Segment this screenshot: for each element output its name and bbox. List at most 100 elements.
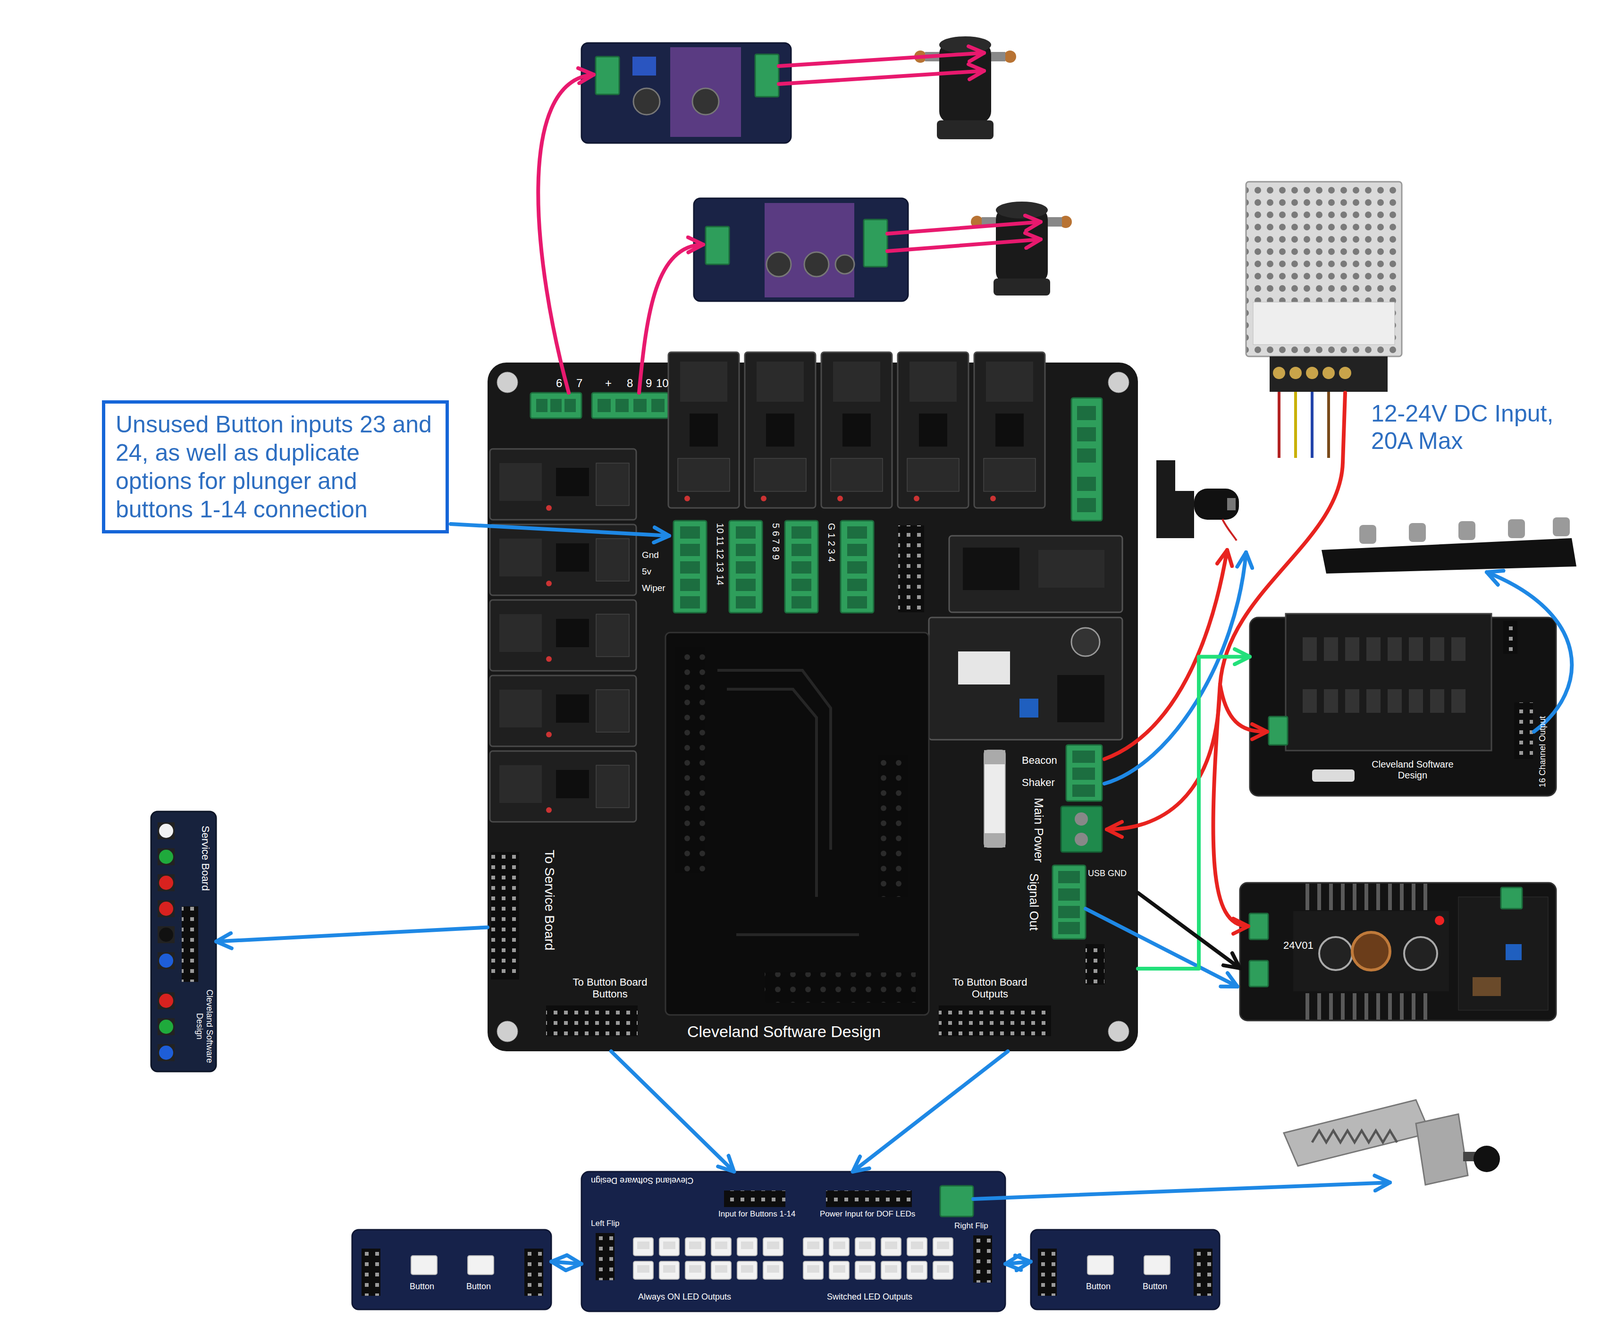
- main-board-art: [784, 520, 818, 613]
- label-text: 10 11 12 13 14: [714, 522, 726, 586]
- pink-wire: [639, 244, 704, 393]
- led-driver-board-art: [1430, 637, 1445, 661]
- flipper-board-art: [467, 1255, 494, 1275]
- led-driver-board-art: [1503, 620, 1518, 654]
- led-driver-board-art: [1408, 689, 1424, 713]
- main-board-art: [490, 851, 520, 980]
- service-board: Service BoardCleveland Software Design: [151, 811, 217, 1072]
- label-text: 12-24V DC Input, 20A Max: [1371, 400, 1593, 455]
- main-board-art: [1061, 806, 1103, 852]
- signal-wire: [450, 523, 1572, 1199]
- led-driver-board-art: [1366, 689, 1381, 713]
- pink-wire: [887, 221, 1041, 234]
- shaker-motor: [1222, 519, 1237, 541]
- signal-wire: [1104, 552, 1247, 784]
- power-supply: [1246, 181, 1402, 357]
- button-board-art: [711, 1237, 732, 1256]
- service-board-art: [157, 1044, 175, 1062]
- main-board-art: [717, 670, 859, 935]
- main-board-art: [984, 833, 1006, 848]
- led-driver-board-art: [1387, 637, 1402, 661]
- node-text: 16 Channel Output: [1537, 715, 1548, 788]
- plunger: [1415, 1113, 1468, 1185]
- connector: [1005, 1261, 1031, 1264]
- amplifier-board-art: [1293, 910, 1449, 992]
- power-wire: [1220, 392, 1346, 685]
- button-board-art: [581, 1171, 1006, 1312]
- led-driver-board-art: [1430, 689, 1445, 713]
- main-board-art: [489, 448, 637, 520]
- solenoid-driver-board: [692, 88, 719, 115]
- led-strip: [1321, 517, 1577, 574]
- solenoid-driver-board: [693, 198, 909, 302]
- solenoid-driver-board: [766, 252, 792, 277]
- led-driver-board-art: [1345, 637, 1360, 661]
- main-board-art: [1071, 397, 1103, 521]
- led-driver-board: Cleveland Software Design 16 Channel Outp…: [1249, 617, 1557, 796]
- main-board-art: [1072, 767, 1095, 780]
- solenoid: [993, 278, 1051, 296]
- service-board-art: [159, 993, 174, 1008]
- service-board-art: [159, 875, 174, 890]
- solenoid: [1003, 50, 1017, 63]
- main-board-art: [938, 1005, 1052, 1036]
- amplifier-board-art: [1500, 887, 1523, 909]
- node-text: Cleveland Software Design: [1358, 758, 1467, 781]
- led-strip: [1321, 538, 1577, 574]
- solenoid-driver-board: [835, 254, 855, 274]
- label-text: 5 6 7 8 9: [770, 522, 782, 560]
- plunger: [1283, 1099, 1431, 1166]
- service-board-art: [159, 927, 174, 942]
- button-board-art: [763, 1261, 784, 1280]
- node-text: Button: [1142, 1281, 1168, 1292]
- button-board-art: [685, 1237, 706, 1256]
- node-text: Input for Buttons 1-14: [718, 1209, 796, 1219]
- solenoid: [1047, 217, 1062, 227]
- power-supply: [1272, 366, 1286, 379]
- main-board-art: [1072, 784, 1095, 797]
- node-text: To Button Board Buttons: [561, 976, 659, 1001]
- main-board-art: [487, 352, 1138, 1052]
- main-board-art: [665, 632, 929, 1015]
- callout-box: Unsused Button inputs 23 and 24, as well…: [101, 400, 449, 534]
- shaker-motor: [1156, 460, 1239, 541]
- node-text: Power Input for DOF LEDs: [819, 1209, 916, 1219]
- main-board-art: [591, 392, 669, 419]
- main-board-art: [949, 535, 1123, 613]
- main-board-art: [1058, 921, 1080, 935]
- service-board-art: [157, 992, 175, 1010]
- solenoid-driver-board: [595, 56, 620, 95]
- solenoid: [995, 207, 1048, 284]
- node-text: Cleveland Software Design: [194, 985, 215, 1067]
- node-text: Beacon: [1021, 754, 1058, 767]
- service-board-art: [157, 1018, 175, 1036]
- connector: [216, 926, 488, 942]
- amplifier-board-art: [1239, 882, 1557, 1021]
- button-board-art: [940, 1185, 974, 1217]
- power-wire: [1104, 549, 1228, 759]
- led-strip: [1408, 522, 1426, 542]
- main-board-art: [1077, 427, 1096, 442]
- power-supply: [1310, 391, 1314, 458]
- plunger: [1473, 1145, 1500, 1172]
- button-board-art: [881, 1237, 902, 1256]
- button-board-art: [855, 1237, 876, 1256]
- amplifier-board-art: [1472, 976, 1501, 996]
- label-text: 5v: [641, 566, 652, 577]
- solenoid-driver-board: [670, 47, 742, 137]
- main-board-art: [546, 1005, 638, 1036]
- signal-wire: [973, 1182, 1390, 1199]
- power-wire: [1104, 392, 1346, 927]
- button-board-art: [803, 1237, 824, 1256]
- flipper-board-art: [352, 1229, 552, 1310]
- solenoid: [936, 120, 994, 140]
- shaker-motor: [1156, 460, 1176, 539]
- button-board-art: [711, 1261, 732, 1280]
- power-supply: [1253, 302, 1395, 345]
- amplifier-board-art: [1352, 932, 1390, 970]
- solenoid-driver-board: [705, 226, 730, 265]
- main-board-art: [633, 398, 647, 413]
- led-driver-board-art: [1451, 637, 1466, 661]
- button-board-art: [803, 1261, 824, 1280]
